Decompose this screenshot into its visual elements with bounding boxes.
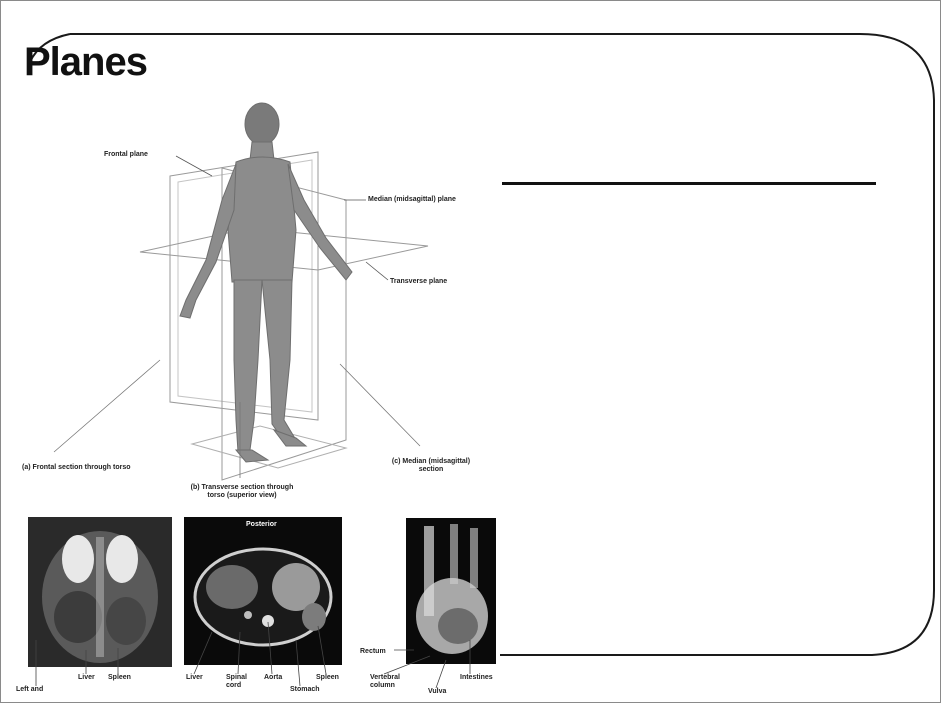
scan-pointer-lines: [0, 0, 941, 703]
